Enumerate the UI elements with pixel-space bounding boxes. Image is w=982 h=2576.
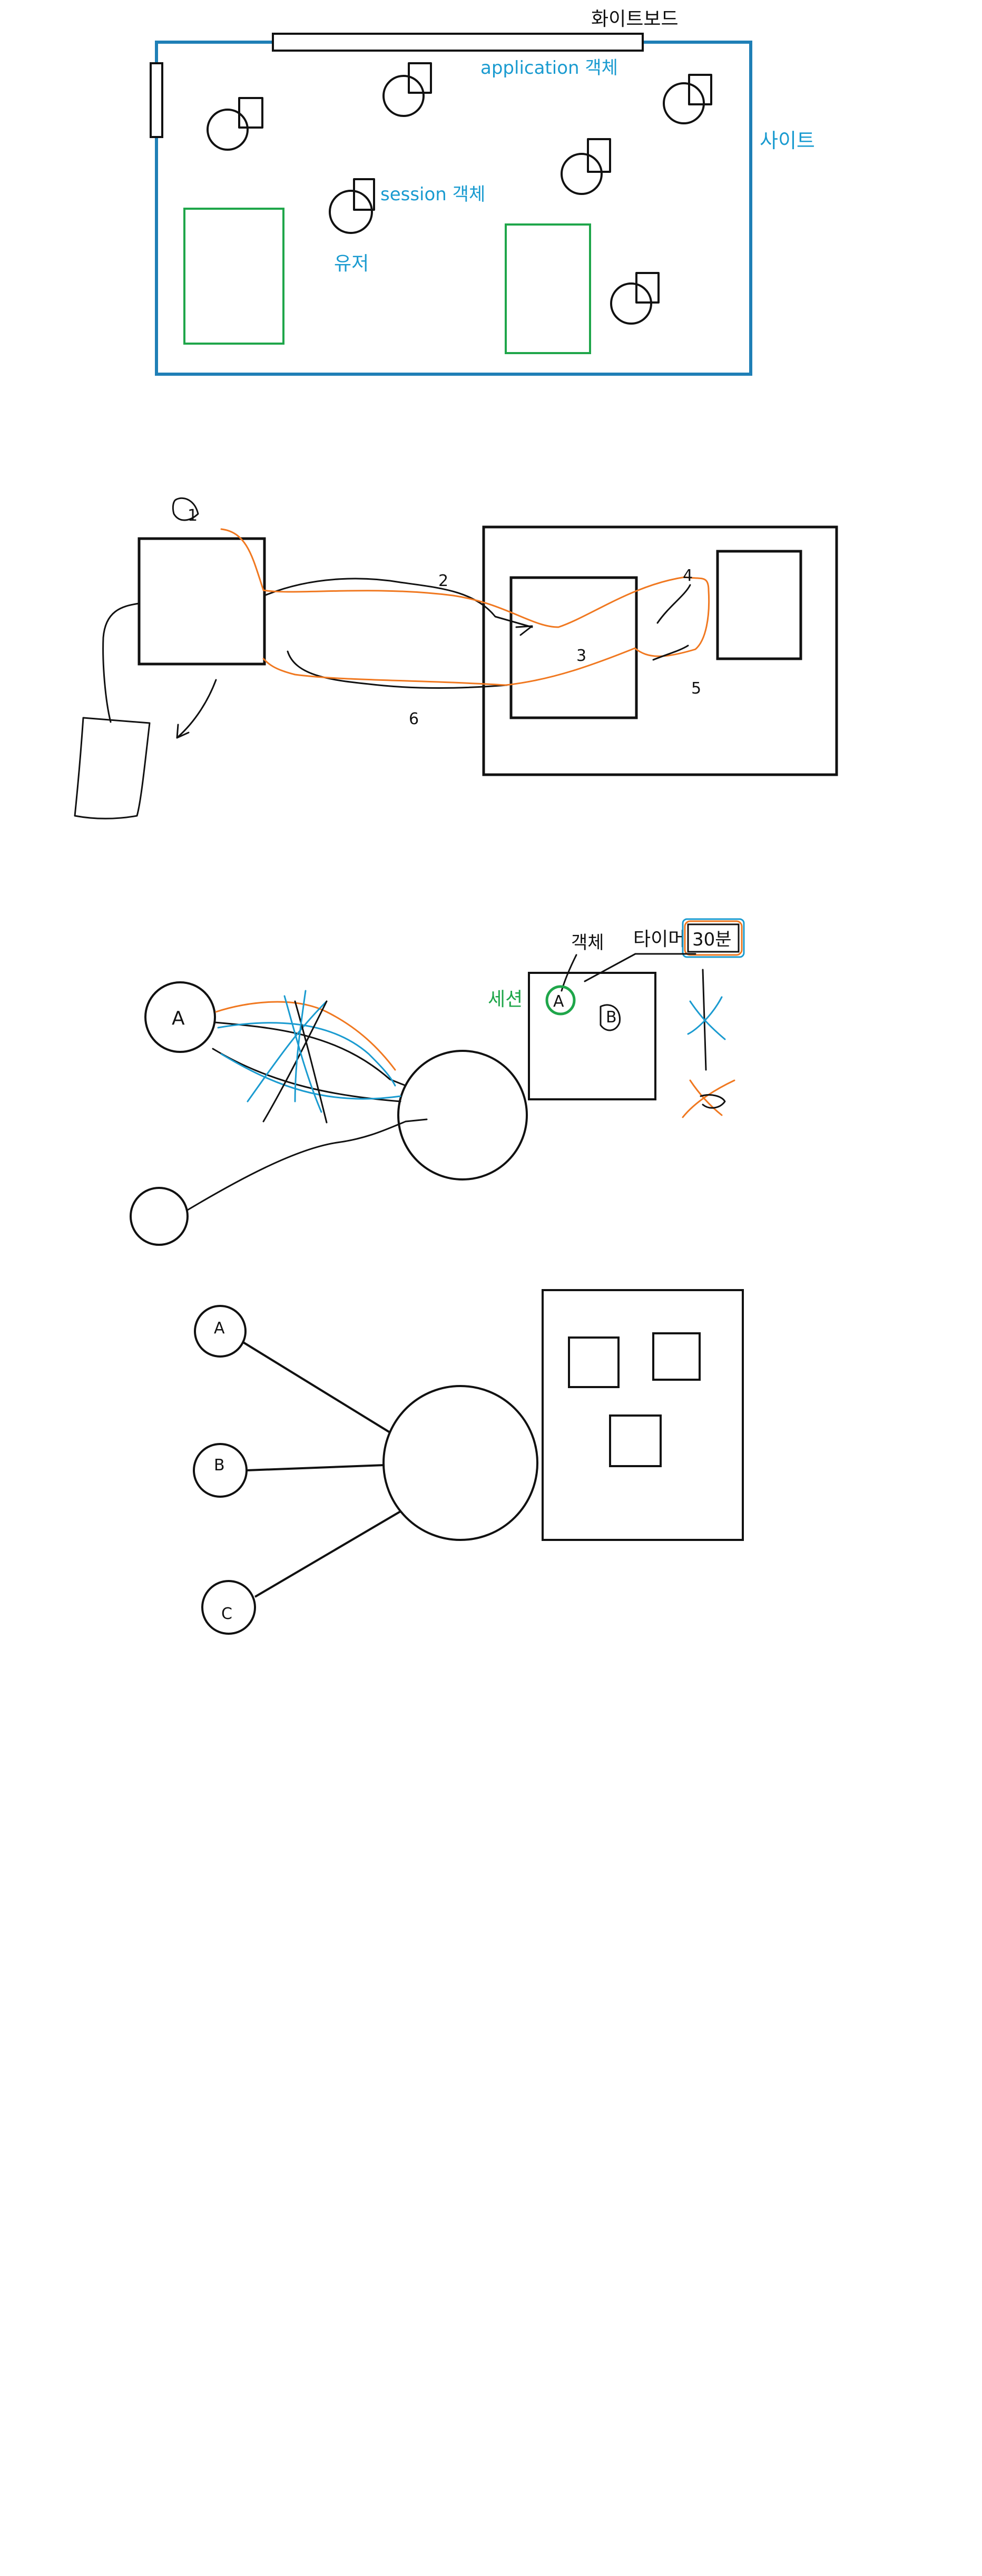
server-stroke <box>652 645 689 661</box>
step-mark: 3 <box>576 647 586 665</box>
user-label: 유저 <box>334 253 369 275</box>
step-mark: 1 <box>188 506 198 525</box>
diagram-clients-server: A B C <box>193 1289 744 1635</box>
link-a <box>241 1341 391 1433</box>
store-slot <box>652 1332 701 1381</box>
node-anon <box>130 1187 189 1246</box>
user-figure <box>207 97 263 151</box>
timer-pointer <box>584 953 696 982</box>
session-b-scribble <box>600 1004 621 1031</box>
server-frame <box>482 525 838 776</box>
application-label: application 객체 <box>480 57 618 79</box>
connect-blue <box>220 1053 401 1100</box>
timer-value: 30분 <box>692 929 732 950</box>
timer-value-box <box>687 923 740 953</box>
client-box <box>138 537 266 666</box>
diagram-session-timer: A 세션 객체 타이머 30분 A B <box>130 918 745 1246</box>
step-mark: 6 <box>409 710 419 728</box>
timer-label: 타이머 <box>633 929 685 950</box>
client-side-line <box>102 602 140 723</box>
cross-stroke <box>294 1000 328 1124</box>
user-figure <box>561 138 611 195</box>
client-b-label: B <box>214 1456 225 1475</box>
object-label: 객체 <box>571 932 604 953</box>
connect-orange <box>215 1001 396 1071</box>
client-c-label: C <box>221 1605 232 1623</box>
client-down-arrow <box>176 679 217 739</box>
connect-anon <box>186 1118 428 1211</box>
timer-scribble <box>700 1094 726 1109</box>
timer-line-blue <box>687 996 726 1040</box>
store-slot <box>609 1414 662 1467</box>
site-label: 사이트 <box>760 129 815 152</box>
user-figure <box>610 272 660 325</box>
green-area-right <box>505 223 591 354</box>
arrow-head <box>515 625 533 636</box>
session-label: 세션 <box>488 989 523 1010</box>
node-a <box>144 981 216 1053</box>
link-c <box>254 1510 401 1598</box>
node-a-label: A <box>172 1008 185 1029</box>
step-mark: 2 <box>438 572 448 590</box>
request-line-top <box>263 578 533 628</box>
step-mark: 4 <box>683 567 693 585</box>
client-node-b <box>193 1443 248 1498</box>
cross-stroke <box>262 1000 328 1123</box>
green-area-left <box>183 208 284 345</box>
cross-stroke <box>247 1000 328 1102</box>
response-loop-orange <box>220 528 710 686</box>
connect-black <box>214 1021 407 1087</box>
scribble <box>172 497 199 521</box>
step-mark: 5 <box>691 679 701 698</box>
server-inner-box <box>509 576 638 719</box>
doc-icon <box>74 717 151 819</box>
cross-stroke <box>283 995 322 1113</box>
timer-cross-orange <box>682 1079 735 1118</box>
store-slot <box>568 1336 620 1388</box>
timer-value-highlight-orange <box>684 920 743 956</box>
whiteboard-bar <box>272 33 644 52</box>
connect-blue <box>217 1022 396 1087</box>
user-figure <box>382 62 432 117</box>
session-a-marker <box>545 985 576 1016</box>
client-a-label: A <box>214 1319 225 1338</box>
server-node <box>382 1385 538 1541</box>
diagram-request-flow: 1 2 3 4 5 6 <box>74 497 838 819</box>
timer-value-highlight-blue <box>682 918 745 958</box>
server-circle <box>397 1050 528 1180</box>
server-stroke <box>656 584 691 624</box>
session-a-mark: A <box>553 992 564 1011</box>
timer-line <box>702 969 707 1071</box>
whiteboard-label: 화이트보드 <box>591 8 679 30</box>
session-label: session 객체 <box>380 184 485 205</box>
client-node-a <box>194 1305 247 1358</box>
user-figure <box>663 74 712 124</box>
diagram-site-overview: 화이트보드 application 객체 사이트 session 객체 유저 <box>150 8 815 376</box>
response-line-bottom <box>287 650 508 689</box>
client-node-c <box>201 1580 256 1635</box>
session-box <box>528 972 656 1100</box>
link-b <box>246 1464 385 1471</box>
user-figure <box>329 178 375 234</box>
session-b-mark: B <box>606 1008 617 1027</box>
door-bar <box>150 62 163 138</box>
cross-stroke <box>294 990 307 1102</box>
server-store-box <box>542 1289 744 1541</box>
server-side-box <box>716 550 802 660</box>
